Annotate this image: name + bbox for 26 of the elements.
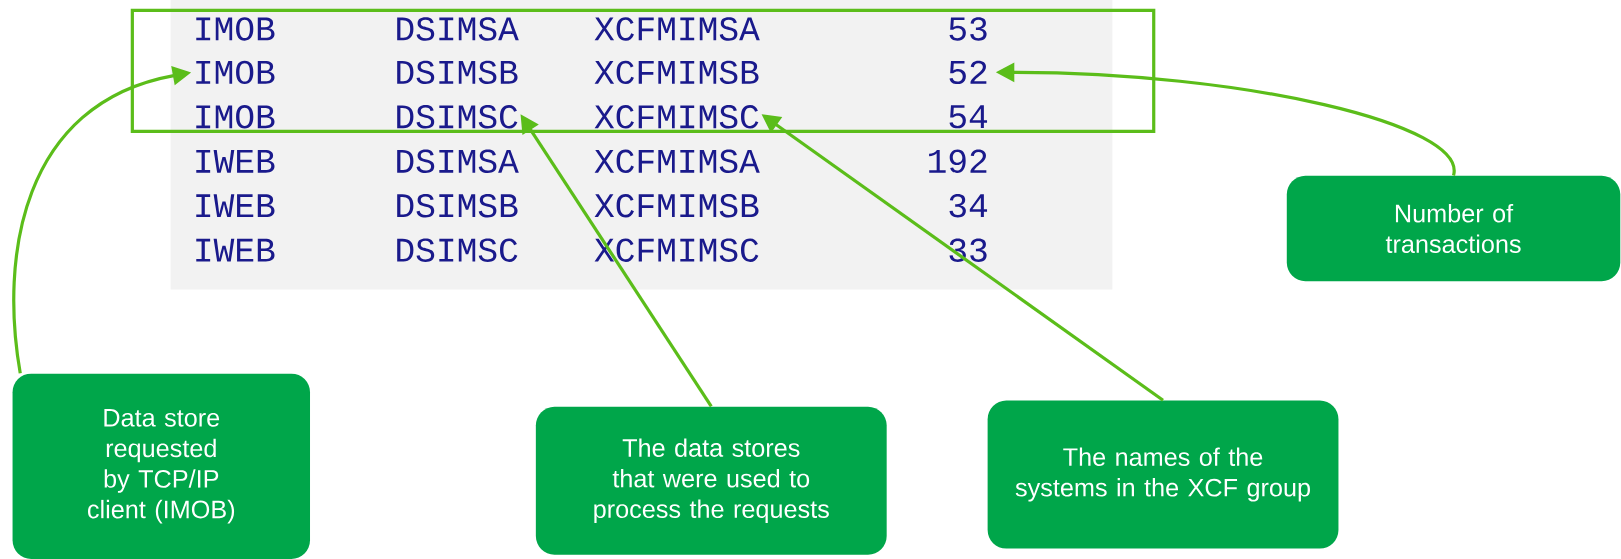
table-cell: 52: [949, 60, 987, 84]
table-cell: DSIMSB: [397, 60, 518, 84]
table-cell: 54: [949, 105, 988, 129]
table-cell: DSIMSB: [397, 193, 518, 218]
callout-box: Data store requested by TCP/IP client (IMOB): [12, 373, 310, 559]
table-cell: IWEB: [196, 149, 275, 173]
table-cell: DSIMSC: [397, 238, 518, 262]
callout-box: Number of transactions: [1286, 175, 1621, 281]
callout-box: The data stores that were used to process the requests: [535, 406, 887, 555]
table-cell: DSIMSA: [397, 17, 519, 41]
table-cell: 53: [949, 17, 987, 41]
table-cell: DSIMSC: [397, 104, 518, 129]
table-cell: XCFMIMSB: [594, 193, 759, 218]
callout-box: The names of the systems in the XCF group: [987, 400, 1339, 549]
table-cell: 192: [929, 149, 987, 173]
table-cell: IWEB: [196, 194, 275, 217]
table-cell: DSIMSA: [397, 149, 519, 173]
table-cell: IWEB: [196, 238, 275, 262]
table-cell: IMOB: [196, 17, 275, 41]
table-cell: IMOB: [196, 104, 275, 129]
table-cell: XCFMIMSC: [594, 104, 759, 129]
table-cell: XCFMIMSA: [594, 17, 760, 41]
table-cell: XCFMIMSB: [594, 60, 759, 84]
table-cell: XCFMIMSA: [594, 149, 760, 173]
table-cell: 34: [949, 193, 988, 218]
table-cell: IMOB: [196, 60, 275, 84]
